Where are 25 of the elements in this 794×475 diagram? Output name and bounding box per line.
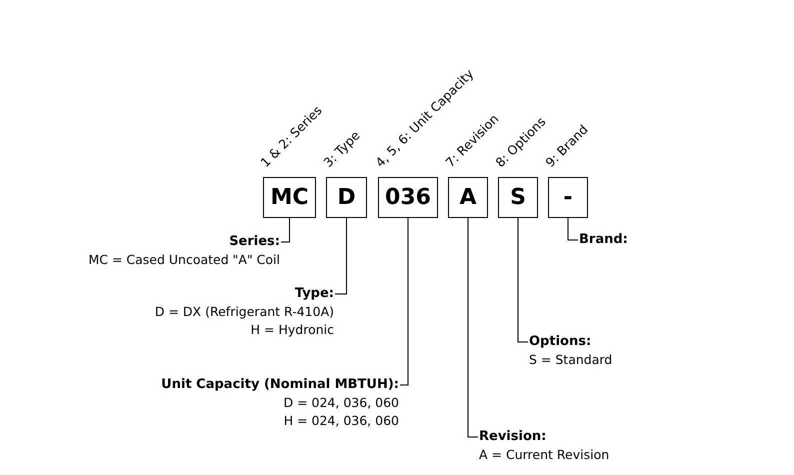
code-box: D	[326, 177, 367, 218]
leader-line	[280, 218, 290, 242]
code-description: D = DX (Refrigerant R-410A)	[154, 303, 334, 321]
code-description: H = 024, 036, 060	[284, 412, 399, 430]
code-box: 036	[378, 177, 438, 218]
code-description: S = Standard	[529, 351, 612, 369]
field-heading: Options:	[529, 333, 592, 351]
leader-line	[334, 218, 347, 294]
field-heading: Series:	[229, 233, 280, 251]
field-heading: Revision:	[479, 428, 546, 446]
code-box: -	[548, 177, 588, 218]
leader-line	[400, 218, 408, 386]
leader-line	[568, 218, 578, 240]
code-description: A = Current Revision	[479, 446, 610, 464]
field-heading: Type:	[294, 285, 334, 303]
code-box: A	[448, 177, 488, 218]
field-heading: Brand:	[579, 231, 628, 249]
code-box: MC	[263, 177, 316, 218]
code-description: D = 024, 036, 060	[283, 394, 399, 412]
code-box: S	[498, 177, 538, 218]
code-description: H = Hydronic	[250, 321, 334, 339]
leader-line	[518, 218, 528, 342]
field-heading: Unit Capacity (Nominal MBTUH):	[161, 376, 399, 394]
leader-line	[468, 218, 478, 438]
code-description: MC = Cased Uncoated "A" Coil	[88, 251, 280, 269]
